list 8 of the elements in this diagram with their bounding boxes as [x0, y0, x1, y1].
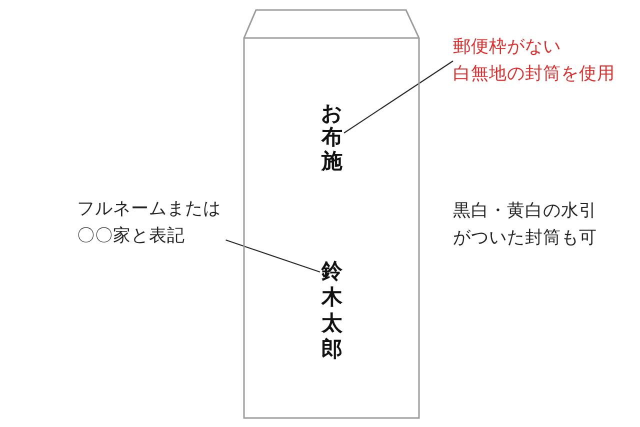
vertical-text: 鈴木太郎: [320, 258, 344, 362]
note-text: 郵便枠がない白無地の封筒を使用: [453, 34, 620, 88]
note-text: 黒白・黄白の水引がついた封筒も可: [453, 200, 598, 250]
note-text: フルネームまたは〇〇家と表記: [77, 196, 226, 250]
leader-line: [226, 239, 320, 273]
envelope: [243, 9, 420, 420]
leader-line: [344, 60, 454, 134]
vertical-text: お布施: [320, 101, 344, 173]
